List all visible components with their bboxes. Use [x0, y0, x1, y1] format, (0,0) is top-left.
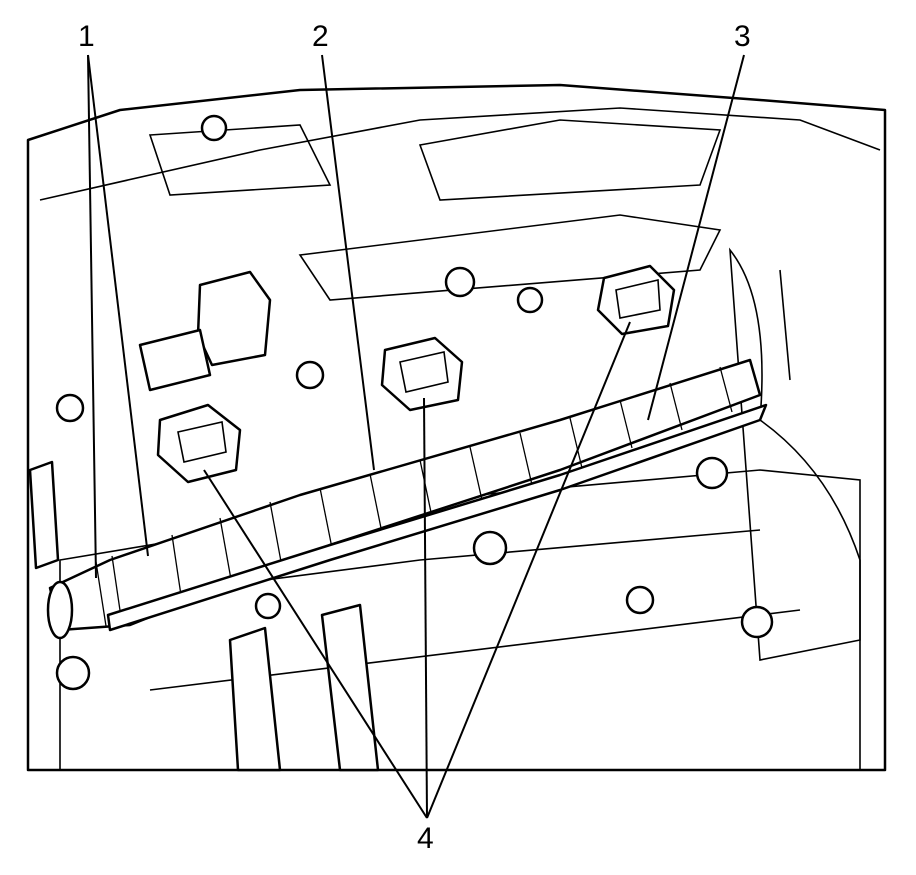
leader-4c — [426, 321, 631, 819]
leader-3 — [647, 54, 745, 421]
callout-4-label: 4 — [417, 822, 434, 855]
leader-1a — [87, 54, 97, 579]
coil-connector-1 — [156, 403, 242, 484]
bolt-group — [55, 114, 774, 691]
coil-connector-3 — [596, 264, 676, 336]
hose — [28, 460, 380, 772]
leader-2 — [321, 54, 375, 471]
leader-4a — [203, 469, 428, 819]
leader-1b — [87, 54, 149, 557]
leader-4b — [423, 397, 428, 819]
coil-connector-2 — [380, 336, 464, 412]
callout-1-label: 1 — [78, 20, 95, 53]
wiring-harness — [46, 358, 762, 640]
leader-lines — [87, 54, 745, 819]
callout-2-label: 2 — [312, 20, 329, 53]
sensor-connector — [138, 270, 272, 392]
callout-3-label: 3 — [734, 20, 751, 53]
harness-channel — [106, 403, 768, 632]
engine-cover-background — [26, 83, 887, 772]
